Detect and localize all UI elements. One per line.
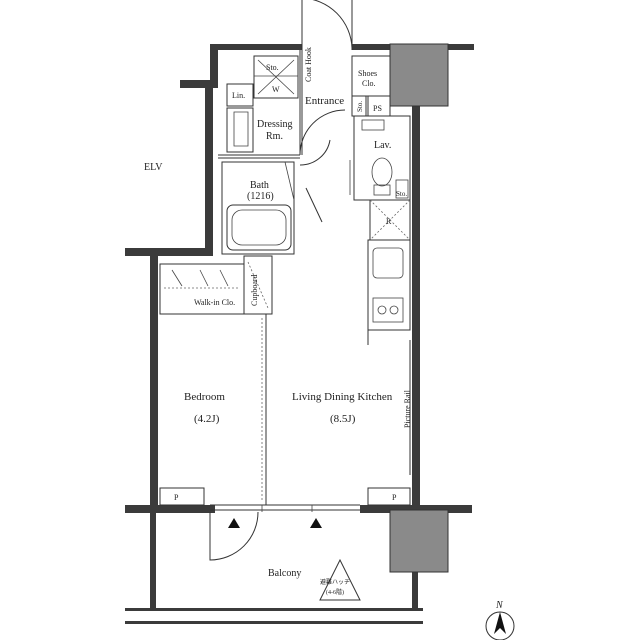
entry-arrow-right [310,518,322,528]
escape-hatch [319,558,361,601]
label-pipe-space: PS [373,104,382,113]
pillar-top-right [389,43,449,107]
doors [209,0,353,561]
label-bath-size: (1216) [247,191,274,202]
label-storage-lav: Sto. [396,190,407,198]
label-p-left: P [174,493,179,502]
label-dressing-1: Dressing [257,119,293,130]
label-storage-top: Sto. [266,63,279,72]
label-bedroom-size: (4.2J) [194,413,220,425]
label-picture-rail: Picture Rail [403,389,412,428]
label-ldk-size: (8.5J) [330,413,356,425]
label-shoes-closet-1: Shoes [358,69,377,78]
partitions [159,50,411,512]
label-washer: W [272,85,280,94]
north-compass-icon [485,611,515,640]
label-north: N [495,600,504,611]
label-hatch-2: (4-6階) [326,588,344,596]
label-lavatory: Lav. [374,140,391,151]
label-coat-hook: Coat Hook [304,47,313,82]
label-elevator: ELV [144,162,163,173]
label-bedroom: Bedroom [184,391,225,403]
label-storage-small: Sto. [356,101,364,112]
label-balcony: Balcony [268,568,301,579]
label-bath: Bath [250,180,269,191]
label-p-right: P [392,493,397,502]
entry-arrow-left [228,518,240,528]
label-linen: Lin. [232,91,245,100]
label-entrance: Entrance [305,95,344,107]
label-hatch-1: 避難ハッチ [320,578,350,586]
label-shoes-closet-2: Clo. [362,79,376,88]
label-dressing-2: Rm. [266,131,283,142]
label-refrigerator: R [386,217,392,226]
pillar-bottom-right [389,509,449,573]
label-ldk: Living Dining Kitchen [292,391,393,403]
label-cupboard: Cupboard [250,274,259,306]
label-walk-in-closet: Walk-in Clo. [194,298,235,307]
